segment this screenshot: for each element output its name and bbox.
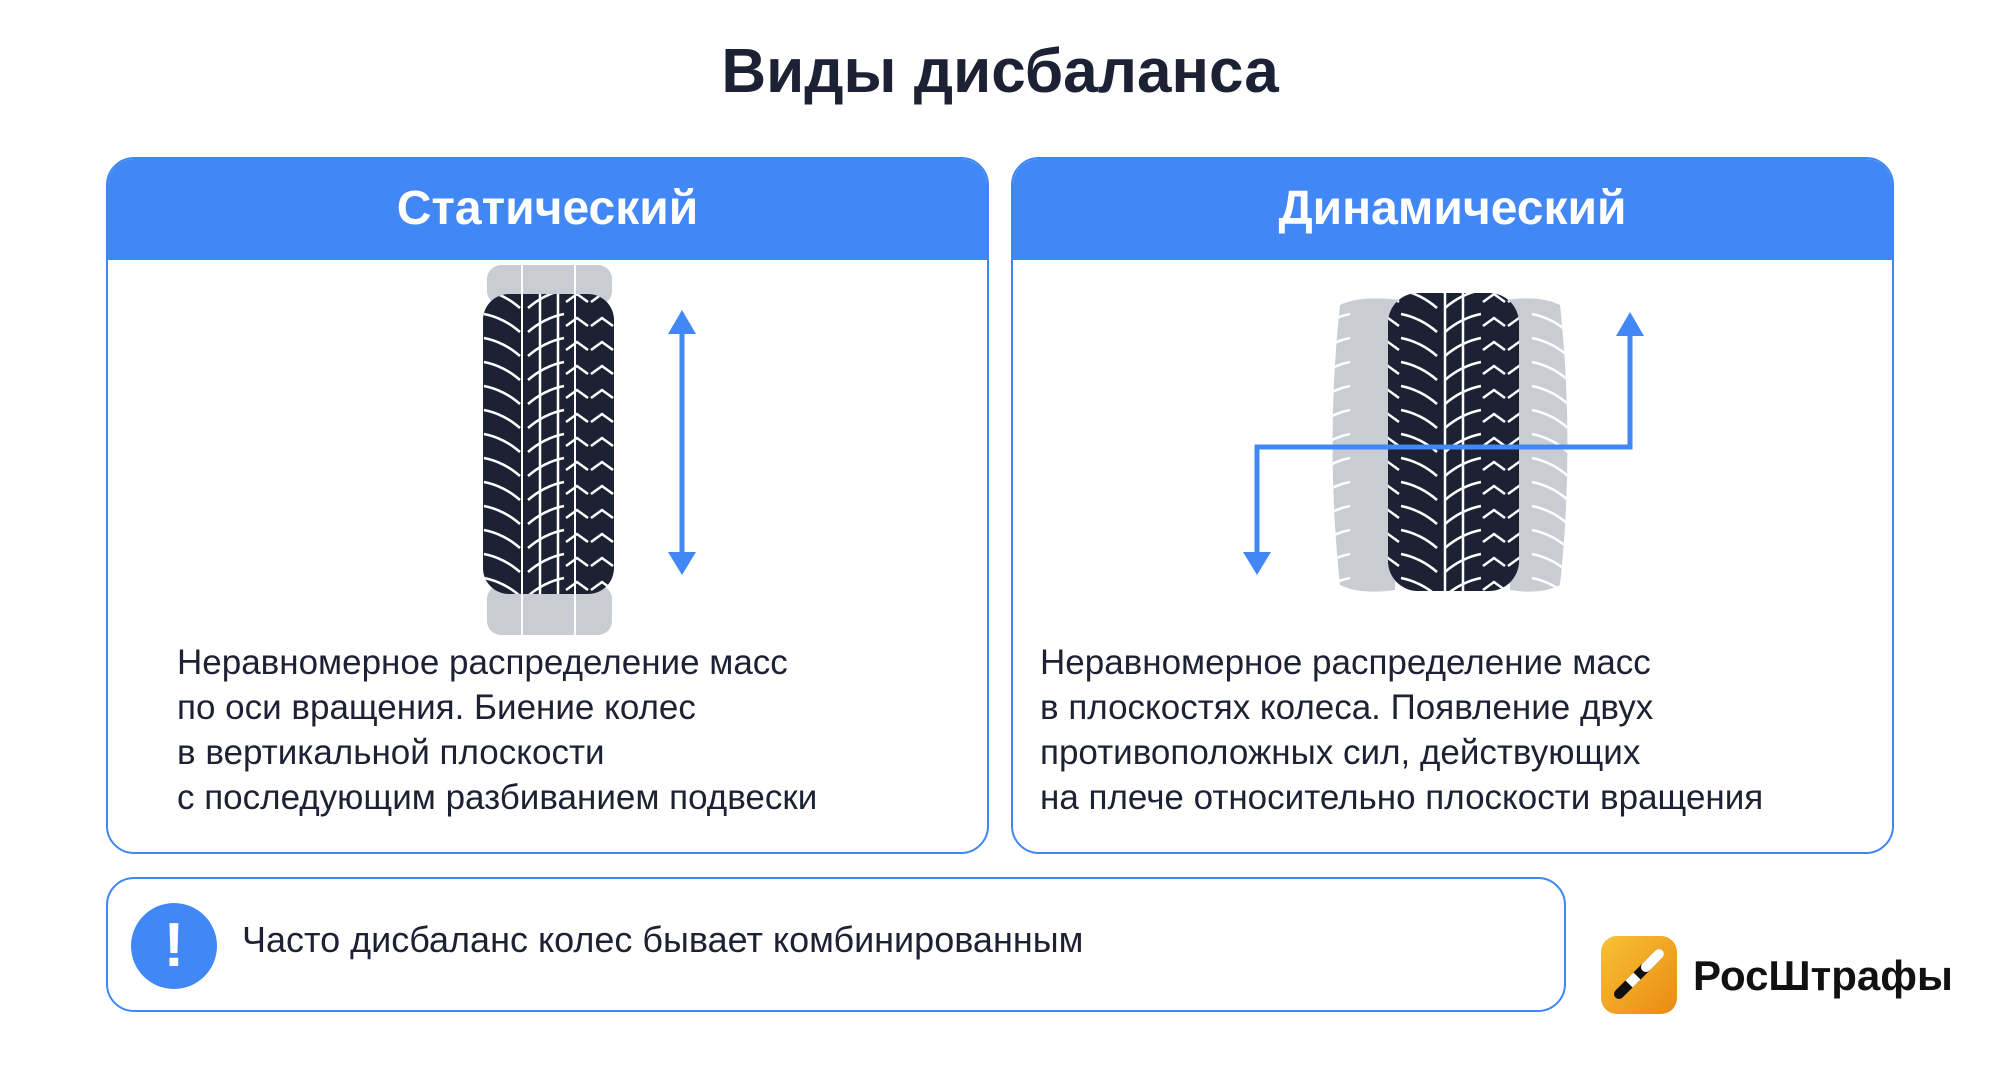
description-line: Неравномерное распределение масс (177, 643, 788, 682)
description-line: на плече относительно плоскости вращения (1040, 778, 1764, 817)
vertical-double-arrow-icon (668, 310, 696, 575)
dynamic-description: Неравномерное распределение масс в плоск… (1040, 640, 1763, 820)
page-title: Виды дисбаланса (721, 37, 1279, 106)
card-header: Статический (108, 159, 987, 260)
description-line: по оси вращения. Биение колес (177, 688, 696, 727)
note-text: Часто дисбаланс колес бывает комбинирова… (242, 919, 1084, 960)
static-imbalance-card: Статический (106, 157, 989, 854)
static-tire-icon (483, 265, 614, 635)
description-line: противоположных сил, действующих (1040, 733, 1641, 772)
description-line: с последующим разбиванием подвески (177, 778, 818, 817)
description-line: в вертикальной плоскости (177, 733, 605, 772)
brand-name: РосШтрафы (1693, 952, 1953, 999)
dynamic-imbalance-card: Динамический (1011, 157, 1894, 854)
dynamic-tire-icon (1332, 293, 1568, 592)
description-line: Неравномерное распределение масс (1040, 643, 1651, 682)
brand-logo-icon (1601, 936, 1677, 1014)
description-line: в плоскостях колеса. Появление двух (1040, 688, 1654, 727)
card-header: Динамический (1013, 159, 1892, 260)
static-description: Неравномерное распределение масс по оси … (177, 640, 817, 820)
force-couple-arrows-icon (1243, 312, 1644, 575)
exclamation-icon: ! (131, 903, 217, 989)
note-box: ! Часто дисбаланс колес бывает комбиниро… (106, 877, 1566, 1012)
